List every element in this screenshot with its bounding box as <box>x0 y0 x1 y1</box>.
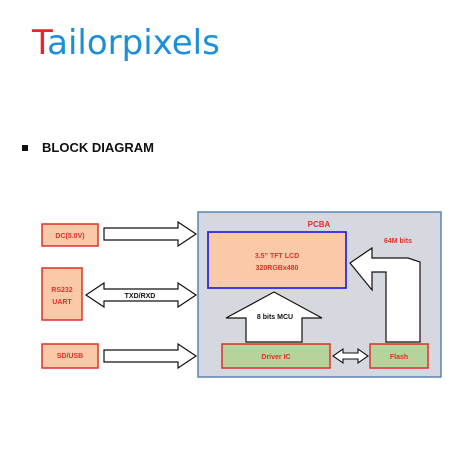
txd-rxd-label: TXD/RXD <box>125 293 156 300</box>
driver-flash-double-arrow-icon <box>332 347 369 365</box>
tailorpixels-logo: Tailorpixels <box>32 20 220 66</box>
uart-double-arrow-icon <box>84 281 198 309</box>
mcu-label: 8 bits MCU <box>257 314 293 321</box>
sd-usb-label: SD/USB <box>57 353 83 360</box>
driver-ic-box <box>221 343 331 369</box>
rs232-uart-box <box>41 267 83 321</box>
logo-first-letter: T <box>32 23 48 63</box>
heading-text: BLOCK DIAGRAM <box>42 140 154 155</box>
mcu-up-arrow-icon <box>225 291 323 343</box>
flash-link-label: 64M bits <box>384 238 412 245</box>
dc-input-box <box>41 223 99 247</box>
lcd-label-line2: 320RGBx480 <box>256 265 299 272</box>
pcba-label: PCBA <box>308 220 331 229</box>
driver-ic-label: Driver IC <box>261 354 290 361</box>
logo-rest: ailorpixels <box>47 23 220 63</box>
uart-label: UART <box>52 299 72 306</box>
sd-usb-arrow-icon <box>103 342 198 370</box>
dc-input-label: DC(5.0V) <box>55 233 84 240</box>
flash-bent-arrow-icon <box>349 246 421 343</box>
section-heading: BLOCK DIAGRAM <box>22 140 154 155</box>
tft-lcd-box <box>207 231 347 289</box>
sd-usb-box <box>41 343 99 369</box>
dc-arrow-icon <box>103 220 198 248</box>
flash-label: Flash <box>390 354 408 361</box>
rs232-label: RS232 <box>51 287 73 294</box>
lcd-label-line1: 3.5” TFT LCD <box>255 253 299 260</box>
square-bullet-icon <box>22 144 28 151</box>
flash-box <box>369 343 429 369</box>
